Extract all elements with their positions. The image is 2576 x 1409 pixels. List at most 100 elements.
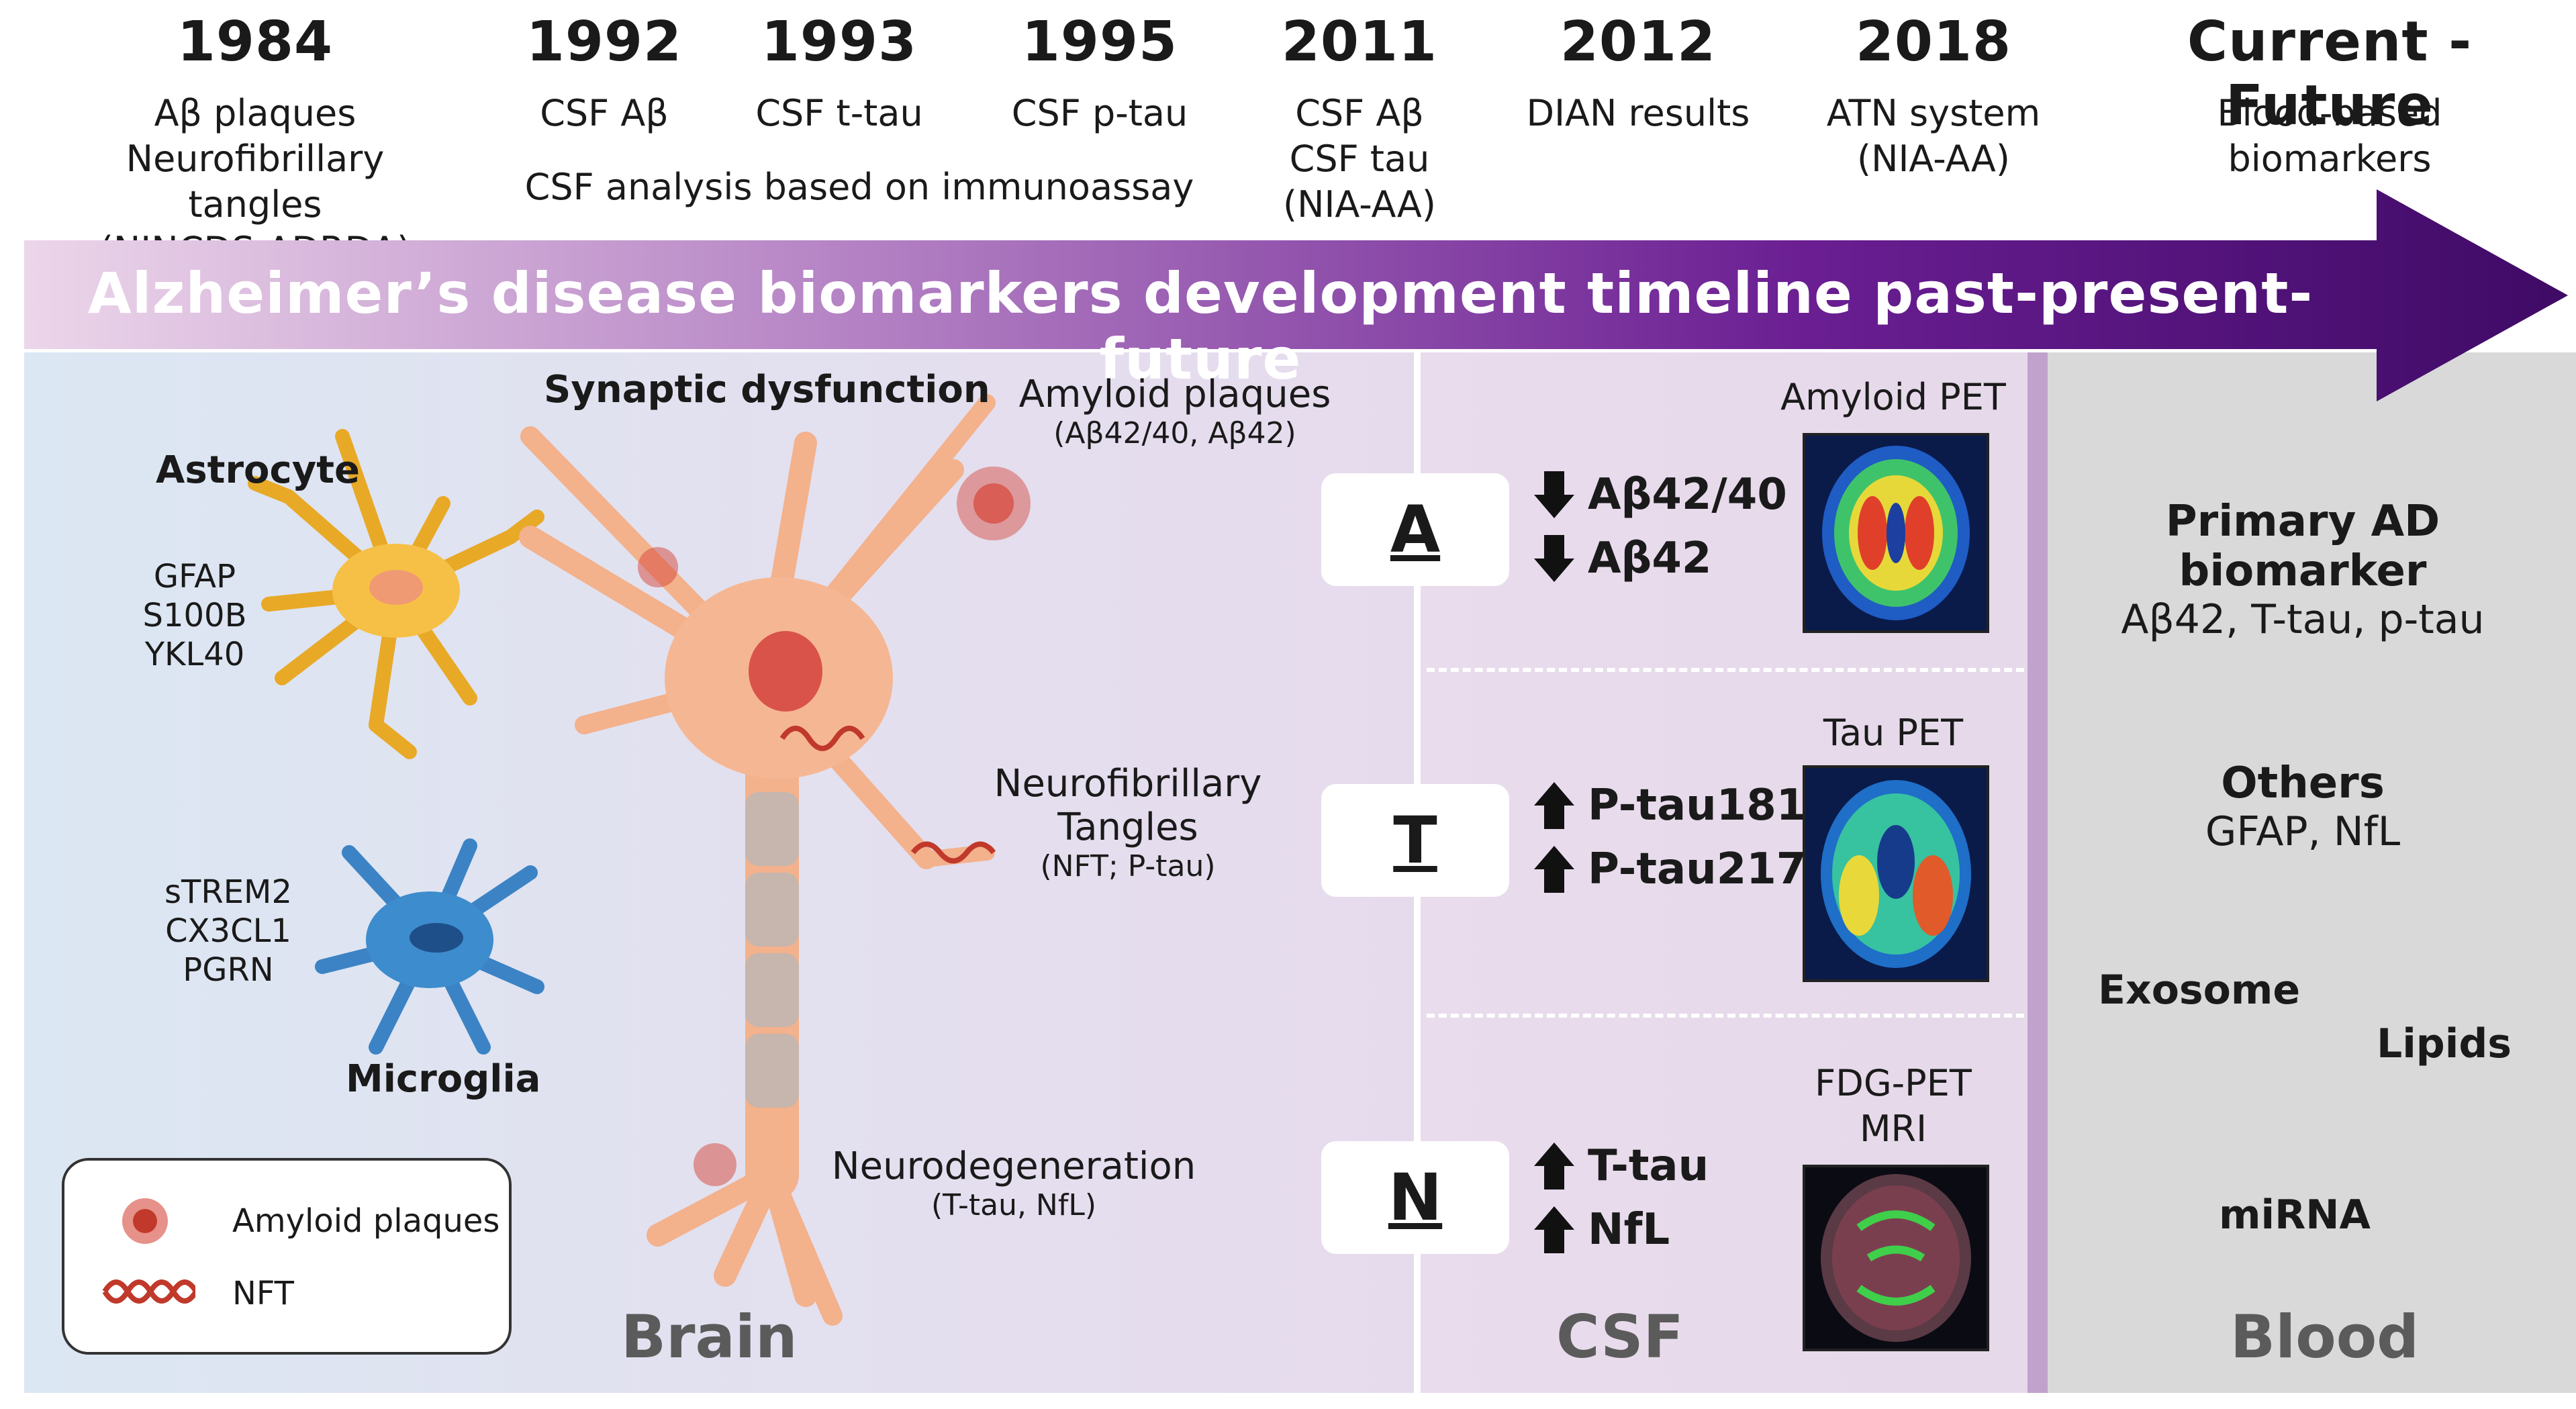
event-line: CSF Aβ	[1295, 92, 1424, 134]
primary-title: Primary AD biomarker	[2165, 497, 2440, 596]
event-2012: DIAN results	[1526, 92, 1750, 134]
year-2011: 2011	[1281, 10, 1438, 74]
arrow-up-icon	[1534, 1206, 1574, 1253]
arrow-up-icon	[1534, 846, 1574, 893]
timeline-banner-arrow	[24, 189, 2568, 401]
legend-amyloid-label: Amyloid plaques	[232, 1202, 500, 1240]
label-title: Neurodegeneration	[831, 1145, 1196, 1188]
others-items: GFAP, NfL	[2205, 808, 2401, 855]
year-current-future: Current - Future	[2187, 10, 2473, 138]
year-1993: 1993	[761, 10, 918, 74]
marker-text: S100B	[142, 597, 247, 634]
mirna-label: miRNA	[2219, 1192, 2371, 1238]
marker-text: NfL	[1588, 1205, 1670, 1255]
fdg-pet-mri-label: FDG-PET MRI	[1759, 1061, 2028, 1152]
marker-text: PGRN	[183, 951, 274, 989]
arrow-down-icon	[1534, 535, 1574, 582]
label-title: Tangles	[1057, 806, 1198, 849]
year-1992: 1992	[526, 10, 683, 74]
event-2011: CSF Aβ CSF tau (NIA-AA)	[1259, 91, 1460, 228]
nft-icon	[102, 1279, 195, 1304]
neuron-nucleus	[749, 631, 822, 712]
event-1992: CSF Aβ	[540, 92, 669, 134]
fdg-pet-mri-scan-image	[1803, 1165, 1989, 1351]
nft-label: Neurofibrillary Tangles (NFT; P-tau)	[967, 762, 1289, 883]
legend-nft-label: NFT	[232, 1275, 294, 1312]
amyloid-plaques-label: Amyloid plaques (Aβ42/40, Aβ42)	[980, 373, 1370, 450]
microglia-markers: sTREM2 CX3CL1 PGRN	[154, 873, 302, 989]
row-separator	[1427, 668, 2024, 672]
synaptic-dysfunction-label: Synaptic dysfunction	[544, 368, 990, 411]
marker-text: Aβ42/40	[1588, 470, 1787, 520]
event-line: ATN system	[1826, 92, 2041, 134]
year-2012: 2012	[1560, 10, 1717, 74]
tau-pet-label: Tau PET	[1823, 712, 1964, 754]
marker-text: T-tau	[1588, 1141, 1709, 1191]
microglia-label: Microglia	[346, 1057, 541, 1101]
row-separator	[1427, 1014, 2024, 1018]
other-biomarkers: Others GFAP, NfL	[2054, 759, 2551, 855]
year-1995: 1995	[1021, 10, 1178, 74]
myelin-sheath	[745, 792, 799, 1108]
event-2018: ATN system (NIA-AA)	[1799, 91, 2068, 182]
blood-panel	[2048, 352, 2576, 1393]
csf-marker-ab42-40: Aβ42/40	[1534, 470, 1787, 520]
label-title: Amyloid plaques	[1018, 373, 1331, 416]
event-line: CSF tau	[1289, 138, 1430, 180]
panel-divider	[2028, 352, 2048, 1393]
marker-text: YKL40	[144, 636, 245, 673]
csf-marker-ptau217: P-tau217	[1534, 844, 1806, 894]
atn-badge-t: T	[1321, 784, 1509, 897]
label-sub: (Aβ42/40, Aβ42)	[1053, 416, 1296, 450]
marker-text: GFAP	[153, 558, 236, 595]
tau-pet-scan-image	[1803, 765, 1989, 982]
label-sub: (NFT; P-tau)	[1040, 849, 1216, 883]
others-title: Others	[2221, 759, 2385, 808]
image-label-line: FDG-PET	[1815, 1062, 1972, 1104]
astrocyte-nucleus	[369, 570, 423, 605]
arrow-up-icon	[1534, 782, 1574, 829]
event-line: biomarkers	[2228, 138, 2432, 180]
csf-marker-ab42: Aβ42	[1534, 534, 1711, 583]
year-1984: 1984	[177, 10, 334, 74]
nft-icon	[779, 726, 996, 864]
event-line: Blood-based	[2217, 92, 2442, 134]
event-current-future: Blood-based biomarkers	[2162, 91, 2497, 182]
legend: Amyloid plaques NFT	[62, 1158, 512, 1355]
banner-title: Alzheimer’s disease biomarkers developme…	[87, 260, 2313, 392]
astrocyte-markers: GFAP S100B YKL40	[134, 557, 255, 674]
arrow-up-icon	[1534, 1143, 1574, 1189]
lipids-label: Lipids	[2377, 1020, 2512, 1067]
marker-text: P-tau181	[1588, 781, 1807, 830]
event-1995: CSF p-tau	[1011, 92, 1188, 134]
event-line: (NIA-AA)	[1283, 183, 1436, 226]
marker-text: Aβ42	[1588, 534, 1712, 583]
image-label-line: MRI	[1859, 1108, 1927, 1150]
event-1993: CSF t-tau	[755, 92, 923, 134]
brain-illustration	[248, 394, 1031, 1326]
section-label-csf: CSF	[1556, 1302, 1684, 1371]
primary-items: Aβ42, T-tau, p-tau	[2121, 596, 2485, 643]
event-line: (NIA-AA)	[1857, 138, 2010, 180]
atn-badge-a: A	[1321, 473, 1509, 586]
neurodegeneration-label: Neurodegeneration (T-tau, NfL)	[792, 1145, 1235, 1222]
marker-text: P-tau217	[1588, 844, 1807, 894]
primary-ad-biomarker: Primary AD biomarker Aβ42, T-tau, p-tau	[2054, 497, 2551, 643]
amyloid-plaque-icon	[122, 1198, 168, 1244]
year-2018: 2018	[1855, 10, 2012, 74]
amyloid-pet-label: Amyloid PET	[1780, 376, 2006, 418]
event-line: Aβ plaques	[154, 92, 356, 134]
amyloid-pet-scan-image	[1803, 433, 1989, 633]
csf-marker-t-tau: T-tau	[1534, 1141, 1709, 1191]
immunoassay-note: CSF analysis based on immunoassay	[524, 166, 1194, 208]
microglia-nucleus	[410, 923, 463, 953]
astrocyte-label: Astrocyte	[156, 448, 360, 492]
amyloid-plaque-icon	[638, 467, 1031, 1186]
label-title: Neurofibrillary	[994, 762, 1262, 806]
section-label-brain: Brain	[621, 1302, 798, 1371]
section-label-blood: Blood	[2230, 1302, 2420, 1371]
atn-badge-n: N	[1321, 1141, 1509, 1254]
arrow-down-icon	[1534, 471, 1574, 518]
exosome-label: Exosome	[2098, 967, 2301, 1014]
label-sub: (T-tau, NfL)	[931, 1188, 1097, 1222]
